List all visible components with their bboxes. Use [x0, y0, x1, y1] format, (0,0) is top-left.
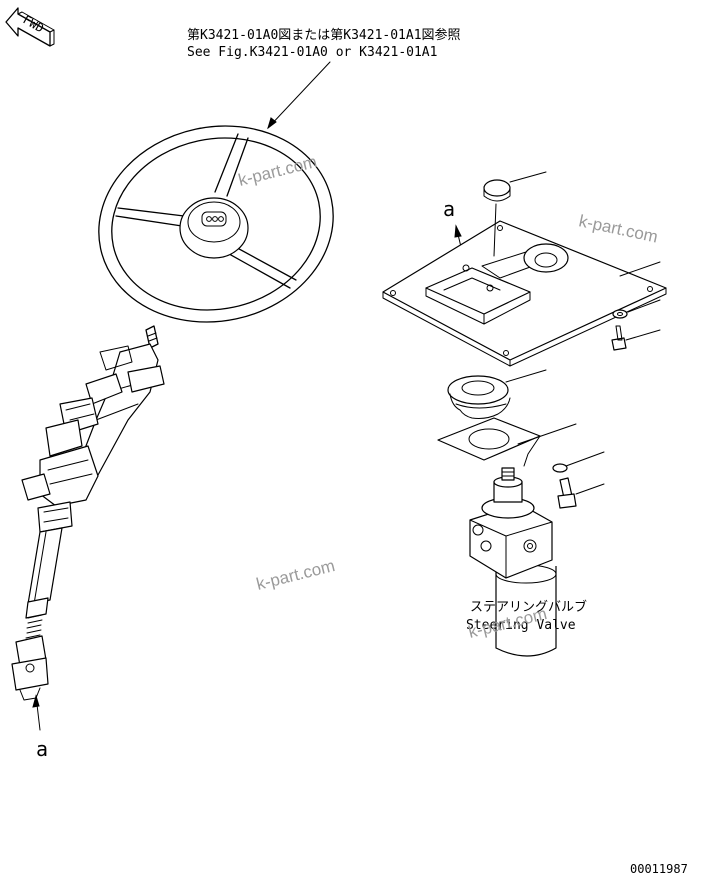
washer-lower [552, 451, 605, 473]
horn-logo-icon [201, 211, 227, 227]
lever-knob [483, 171, 547, 257]
floor-plate [382, 220, 667, 367]
valve-label-en: Steering Valve [466, 618, 576, 633]
steering-valve [469, 467, 557, 657]
watermark-1: k-part.com [236, 152, 319, 190]
washer [612, 299, 661, 319]
gasket [437, 417, 577, 467]
steering-column [11, 325, 165, 701]
bolt-upper [611, 325, 661, 351]
reference-arrowhead [267, 117, 277, 130]
callout-a-top-label: a [443, 197, 455, 221]
reference-note-en: See Fig.K3421-01A0 or K3421-01A1 [187, 45, 437, 60]
watermark-2: k-part.com [577, 211, 659, 246]
bolt-lower [557, 477, 605, 509]
valve-label-jp: ステアリングバルブ [470, 599, 587, 615]
fwd-arrow-icon: FWD [5, 7, 55, 47]
reference-note-jp: 第K3421-01A0図または第K3421-01A1図参照 [187, 27, 461, 43]
callout-a-bottom: a [32, 694, 48, 761]
callout-a-bottom-label: a [36, 737, 48, 761]
drawing-number: 00011987 [630, 862, 688, 876]
watermark-3: k-part.com [254, 556, 337, 594]
boot [447, 369, 547, 419]
reference-leader [267, 61, 331, 129]
steering-wheel [98, 125, 334, 323]
plate-leader [619, 261, 661, 277]
